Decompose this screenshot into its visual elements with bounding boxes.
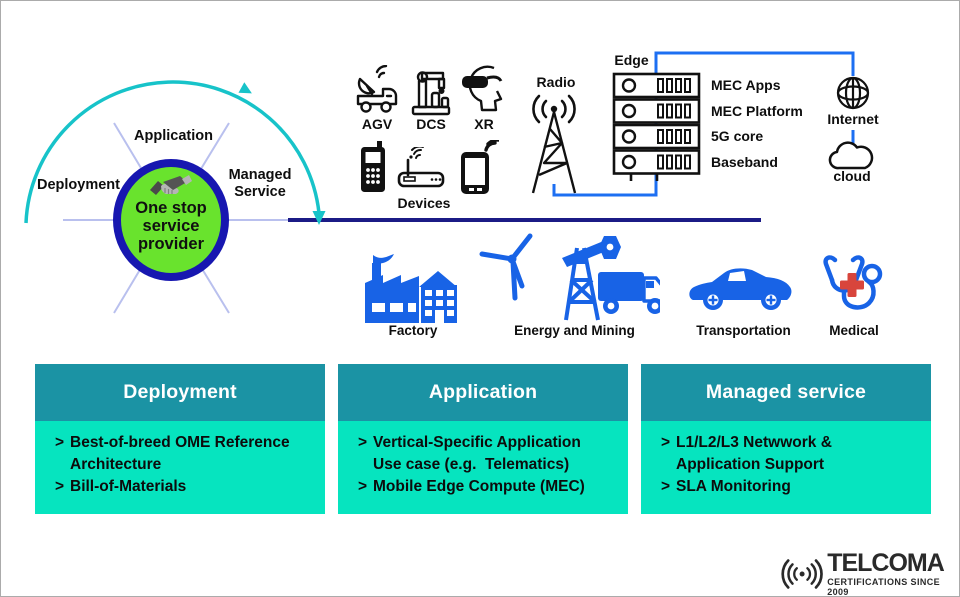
radio-tower-icon — [531, 94, 577, 194]
energy-mining-label: Energy and Mining — [514, 323, 635, 338]
medical-stethoscope-icon — [823, 255, 883, 310]
handshake-icon — [150, 175, 192, 195]
managed-service-card: Managed service > L1/L2/L3 Netwwork & Ap… — [641, 364, 931, 514]
dcs-label: DCS — [416, 116, 446, 132]
devices-label: Devices — [397, 195, 451, 211]
managed-service-card-title: Managed service — [641, 364, 931, 421]
deployment-card-body: > Best-of-breed OME Reference Architectu… — [35, 421, 325, 514]
deployment-card: Deployment > Best-of-breed OME Reference… — [35, 364, 325, 514]
edge-label: Edge — [614, 52, 649, 68]
list-item: > Best-of-breed OME Reference Architectu… — [55, 434, 290, 473]
factory-label: Factory — [388, 323, 438, 338]
agv-icon — [356, 65, 398, 113]
list-item: > Mobile Edge Compute (MEC) — [358, 478, 585, 495]
hub-center-text: One stop service provider — [135, 199, 207, 253]
factory-icon — [365, 254, 457, 323]
telcoma-radio-waves-icon — [781, 559, 823, 589]
server-label-mec-platform: MEC Platform — [711, 102, 803, 119]
medical-label: Medical — [829, 323, 879, 338]
dcs-icon — [411, 71, 451, 116]
server-label-baseband: Baseband — [711, 153, 778, 170]
telcoma-name: TELCOMA — [827, 549, 945, 577]
xr-label: XR — [474, 116, 494, 132]
managed-service-card-body: > L1/L2/L3 Netwwork & Application Suppor… — [641, 421, 931, 514]
xr-headset-icon — [462, 65, 503, 112]
radio-label: Radio — [536, 74, 576, 90]
telcoma-tagline: CERTIFICATIONS SINCE 2009 — [827, 577, 941, 597]
server-label-5g-core: 5G core — [711, 128, 764, 144]
cloud-label: cloud — [833, 168, 871, 184]
router-icon — [397, 147, 445, 188]
list-item: > SLA Monitoring — [661, 478, 791, 495]
cellphone-icon — [361, 141, 385, 192]
internet-globe-icon — [836, 76, 870, 110]
one-stop-provider-circle: One stop service provider — [113, 159, 229, 281]
cloud-icon — [828, 141, 874, 170]
edge-servers-icon — [612, 72, 701, 181]
application-card-title: Application — [338, 364, 628, 421]
agv-label: AGV — [361, 116, 393, 132]
server-label-mec-apps: MEC Apps — [711, 77, 781, 93]
hub-deployment-label: Deployment — [37, 177, 120, 193]
telcoma-logo: TELCOMA CERTIFICATIONS SINCE 2009 — [781, 549, 959, 597]
transportation-car-icon — [689, 268, 792, 310]
transportation-label: Transportation — [696, 323, 791, 338]
application-card: Application > Vertical-Specific Applicat… — [338, 364, 628, 514]
list-item: > Vertical-Specific Application Use case… — [358, 434, 581, 473]
internet-label: Internet — [827, 111, 879, 127]
deployment-card-title: Deployment — [35, 364, 325, 421]
hub-managed-service-label: Managed Service — [228, 167, 292, 200]
smartphone-icon — [461, 140, 499, 194]
list-item: > Bill-of-Materials — [55, 478, 187, 495]
list-item: > L1/L2/L3 Netwwork & Application Suppor… — [661, 434, 832, 473]
application-card-body: > Vertical-Specific Application Use case… — [338, 421, 628, 514]
hub-application-label: Application — [134, 128, 213, 144]
energy-mining-icon — [479, 233, 660, 321]
